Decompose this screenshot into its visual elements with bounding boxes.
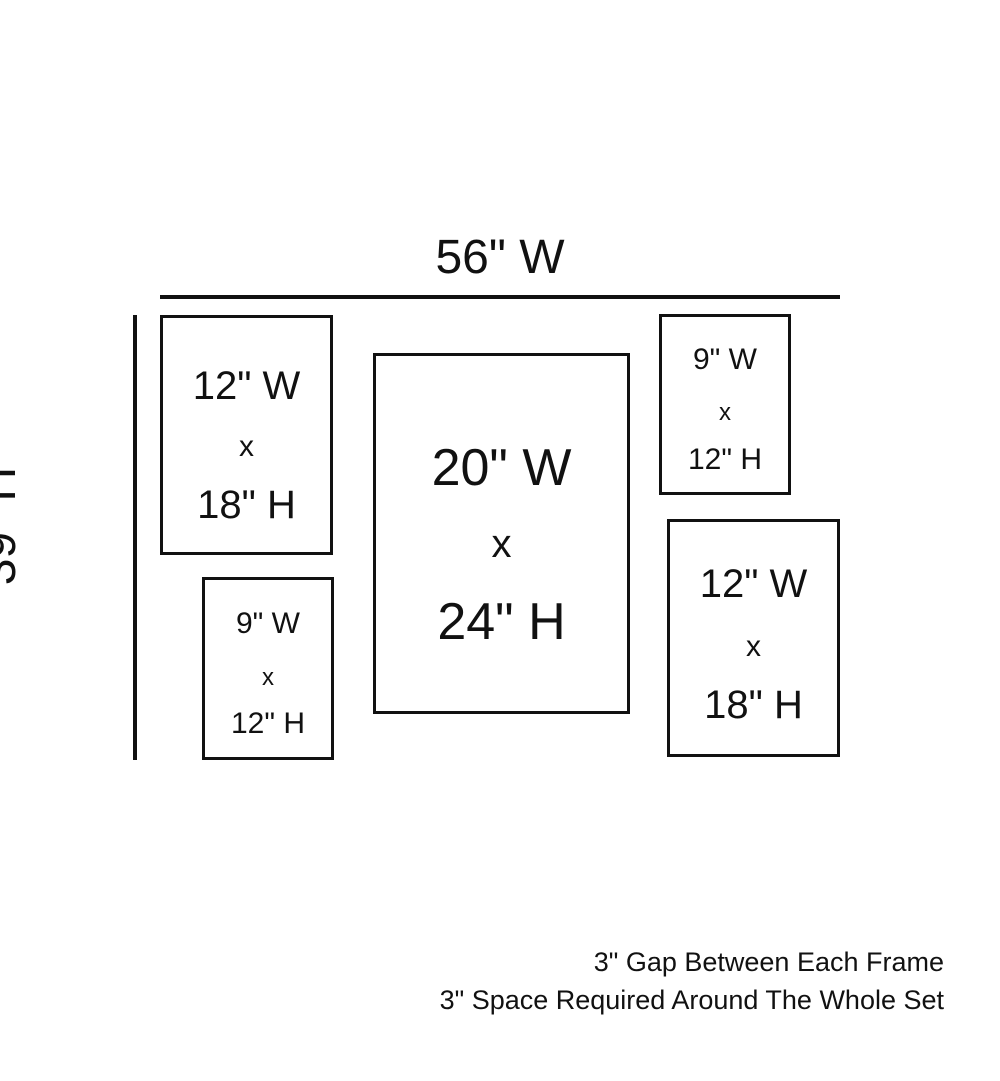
overall-width-label: 56" W: [435, 231, 565, 284]
space-note: 3" Space Required Around The Whole Set: [439, 985, 944, 1015]
frame-height-label: 18" H: [704, 683, 803, 727]
frame-sep: x: [491, 522, 512, 566]
width-dimension-line: [160, 295, 840, 299]
frame-width-label: 20" W: [431, 439, 572, 497]
gap-note: 3" Gap Between Each Frame: [593, 947, 944, 977]
frame-sep: x: [719, 399, 731, 426]
frame-height-label: 12" H: [230, 707, 306, 740]
frame-width-label: 12" W: [192, 364, 301, 408]
frame-center: 20" W x 24" H: [373, 353, 630, 714]
frame-height-label: 18" H: [197, 483, 296, 527]
frame-sep: x: [262, 664, 274, 691]
frame-height-label: 24" H: [437, 593, 566, 651]
frame-bottom-left: 9" W x 12" H: [202, 577, 334, 760]
frame-sep: x: [239, 430, 254, 463]
frame-bottom-right: 12" W x 18" H: [667, 519, 840, 757]
frame-width-label: 9" W: [693, 343, 757, 376]
frame-top-left: 12" W x 18" H: [160, 315, 333, 555]
frame-height-label: 12" H: [687, 443, 763, 476]
frame-width-label: 12" W: [699, 562, 808, 606]
frame-top-right: 9" W x 12" H: [659, 314, 791, 495]
frame-width-label: 9" W: [236, 607, 300, 640]
overall-height-label: 39" H: [0, 467, 26, 586]
frame-sep: x: [746, 630, 761, 663]
height-dimension-line: [133, 315, 137, 760]
